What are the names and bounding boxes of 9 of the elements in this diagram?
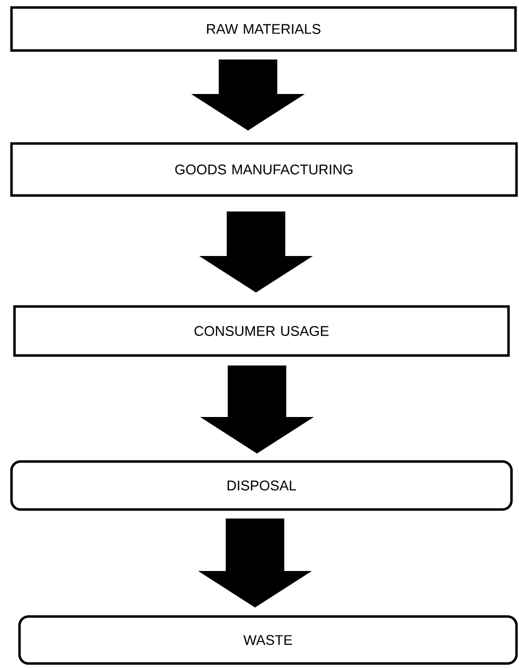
- process-box: GOODS MANUFACTURING: [10, 142, 518, 197]
- process-box: CONSUMER USAGE: [13, 305, 510, 357]
- process-box: WASTE: [18, 615, 518, 665]
- block-arrow: [192, 60, 304, 130]
- process-box: RAW MATERIALS: [10, 6, 517, 52]
- block-arrow: [198, 518, 312, 608]
- block-arrow: [200, 366, 314, 454]
- block-arrow: [200, 212, 312, 292]
- process-box: DISPOSAL: [10, 460, 513, 511]
